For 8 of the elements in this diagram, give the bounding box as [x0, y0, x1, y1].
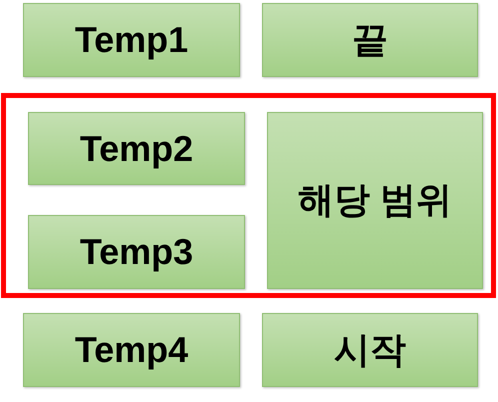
label-box: 끝 [262, 3, 478, 77]
label-box: 시작 [262, 313, 478, 387]
label-box: Temp4 [23, 313, 240, 387]
label-box: Temp2 [28, 112, 245, 185]
label-box: 해당 범위 [267, 112, 483, 289]
highlight-frame [1, 93, 496, 298]
label-box: Temp3 [28, 215, 245, 289]
label-box: Temp1 [23, 3, 240, 77]
